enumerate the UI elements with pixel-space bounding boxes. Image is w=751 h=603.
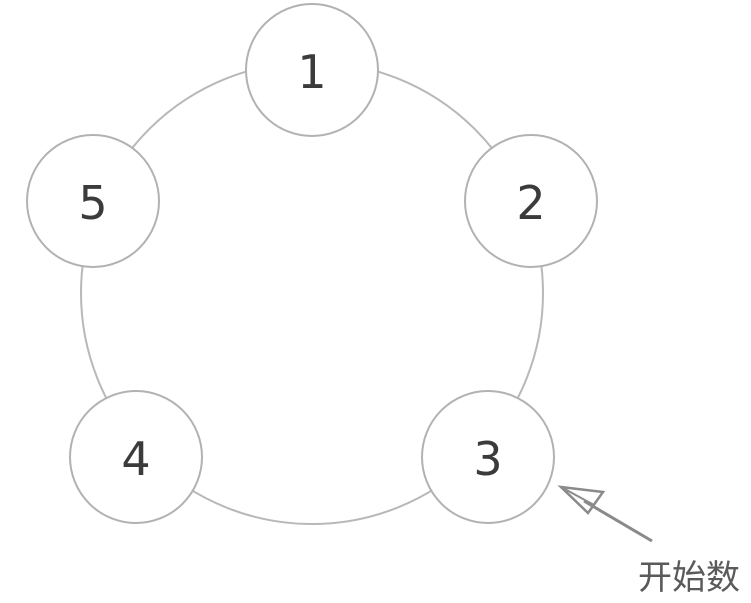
node-4[interactable]: 4	[69, 390, 203, 524]
node-2-label: 2	[516, 176, 545, 230]
node-5[interactable]: 5	[26, 134, 160, 268]
node-1-circle	[245, 3, 379, 137]
start-annotation-label: 开始数	[638, 558, 740, 598]
node-1[interactable]: 1	[245, 3, 379, 137]
node-2-circle	[464, 134, 598, 268]
node-5-circle	[26, 134, 160, 268]
arrow-head-spine	[560, 486, 595, 506]
start-pointer-arrow-icon	[557, 485, 653, 543]
node-4-label: 4	[121, 432, 150, 486]
arrow-shaft	[583, 499, 653, 543]
arrow-head	[557, 485, 606, 515]
node-2[interactable]: 2	[464, 134, 598, 268]
node-3-label: 3	[473, 432, 502, 486]
node-4-circle	[69, 390, 203, 524]
node-3[interactable]: 3	[421, 390, 555, 524]
node-1-label: 1	[297, 45, 326, 99]
node-3-circle	[421, 390, 555, 524]
node-5-label: 5	[78, 176, 107, 230]
